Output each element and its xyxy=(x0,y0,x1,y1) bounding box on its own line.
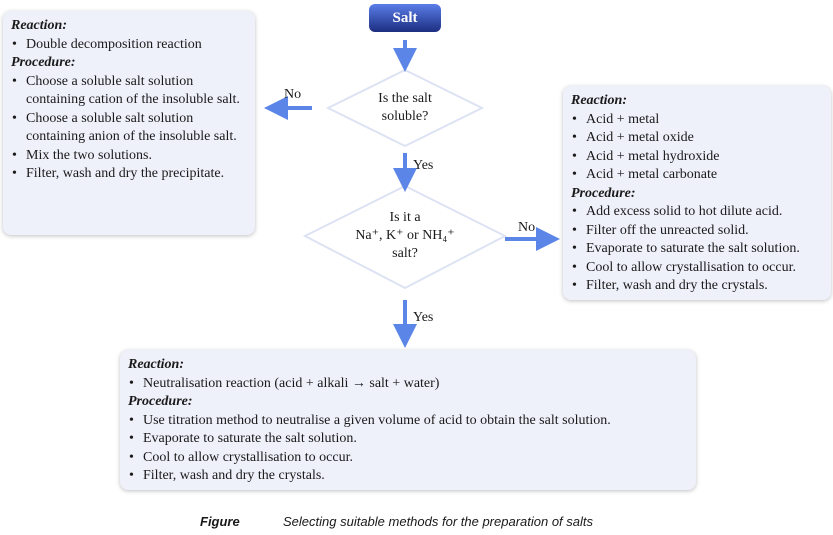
decision-2-line: salt? xyxy=(392,246,418,261)
reaction-heading: Reaction: xyxy=(571,93,627,108)
list-item: Filter, wash and dry the crystals. xyxy=(571,277,823,296)
list-item: Acid + metal oxide xyxy=(571,129,823,148)
titration-method-box: Reaction: Neutralisation reaction (acid … xyxy=(120,350,696,490)
procedure-heading: Procedure: xyxy=(571,185,636,201)
procedure-heading: Procedure: xyxy=(11,55,76,70)
list-item: Choose a soluble salt solution containin… xyxy=(11,110,247,147)
decision-2-text: Is it a Na⁺, K⁺ or NH₄⁺ salt? xyxy=(335,209,475,263)
list-item: Cool to allow crystallisation to occur. xyxy=(128,449,688,468)
list-item: Filter, wash and dry the crystals. xyxy=(128,467,688,486)
procedure-heading: Procedure: xyxy=(128,394,193,409)
reaction-heading: Reaction: xyxy=(11,18,67,33)
decision-2-yes-label: Yes xyxy=(413,310,434,325)
decision-diamond-2 xyxy=(302,184,508,290)
decision-1-line: soluble? xyxy=(381,109,429,124)
list-item: Acid + metal carbonate xyxy=(571,166,823,185)
decision-2-line: Is it a xyxy=(389,210,421,225)
caption-label: Figure xyxy=(200,514,240,529)
list-item: Double decomposition reaction xyxy=(11,36,247,55)
list-item: Cool to allow crystallisation to occur. xyxy=(571,259,823,278)
list-item: Mix the two solutions. xyxy=(11,147,247,166)
decision-2-no-label: No xyxy=(518,220,536,235)
decision-diamond-1 xyxy=(325,68,485,148)
decision-1-text: Is the salt soluble? xyxy=(355,90,455,126)
list-item: Filter off the unreacted solid. xyxy=(571,222,823,241)
list-item: Acid + metal xyxy=(571,111,823,130)
list-item: Choose a soluble salt solution containin… xyxy=(11,73,247,110)
decision-1-no-label: No xyxy=(284,87,302,102)
decision-2-line: Na⁺, K⁺ or NH₄⁺ xyxy=(355,228,455,243)
decision-1-line: Is the salt xyxy=(378,91,432,106)
caption-text: Selecting suitable methods for the prepa… xyxy=(283,514,594,529)
list-item: Evaporate to saturate the salt solution. xyxy=(571,240,823,259)
list-item: Add excess solid to hot dilute acid. xyxy=(571,203,823,222)
list-item: Use titration method to neutralise a giv… xyxy=(128,412,688,431)
decision-1-yes-label: Yes xyxy=(413,158,434,173)
list-item: Filter, wash and dry the precipitate. xyxy=(11,165,247,184)
insoluble-salt-method-box: Reaction: Double decomposition reaction … xyxy=(3,11,255,235)
reaction-heading: Reaction: xyxy=(128,357,184,372)
list-item: Evaporate to saturate the salt solution. xyxy=(128,430,688,449)
acid-excess-method-box: Reaction: Acid + metal Acid + metal oxid… xyxy=(563,86,831,300)
list-item: Acid + metal hydroxide xyxy=(571,148,823,167)
list-item: Neutralisation reaction (acid + alkali →… xyxy=(128,375,688,394)
start-node-salt: Salt xyxy=(369,4,441,32)
